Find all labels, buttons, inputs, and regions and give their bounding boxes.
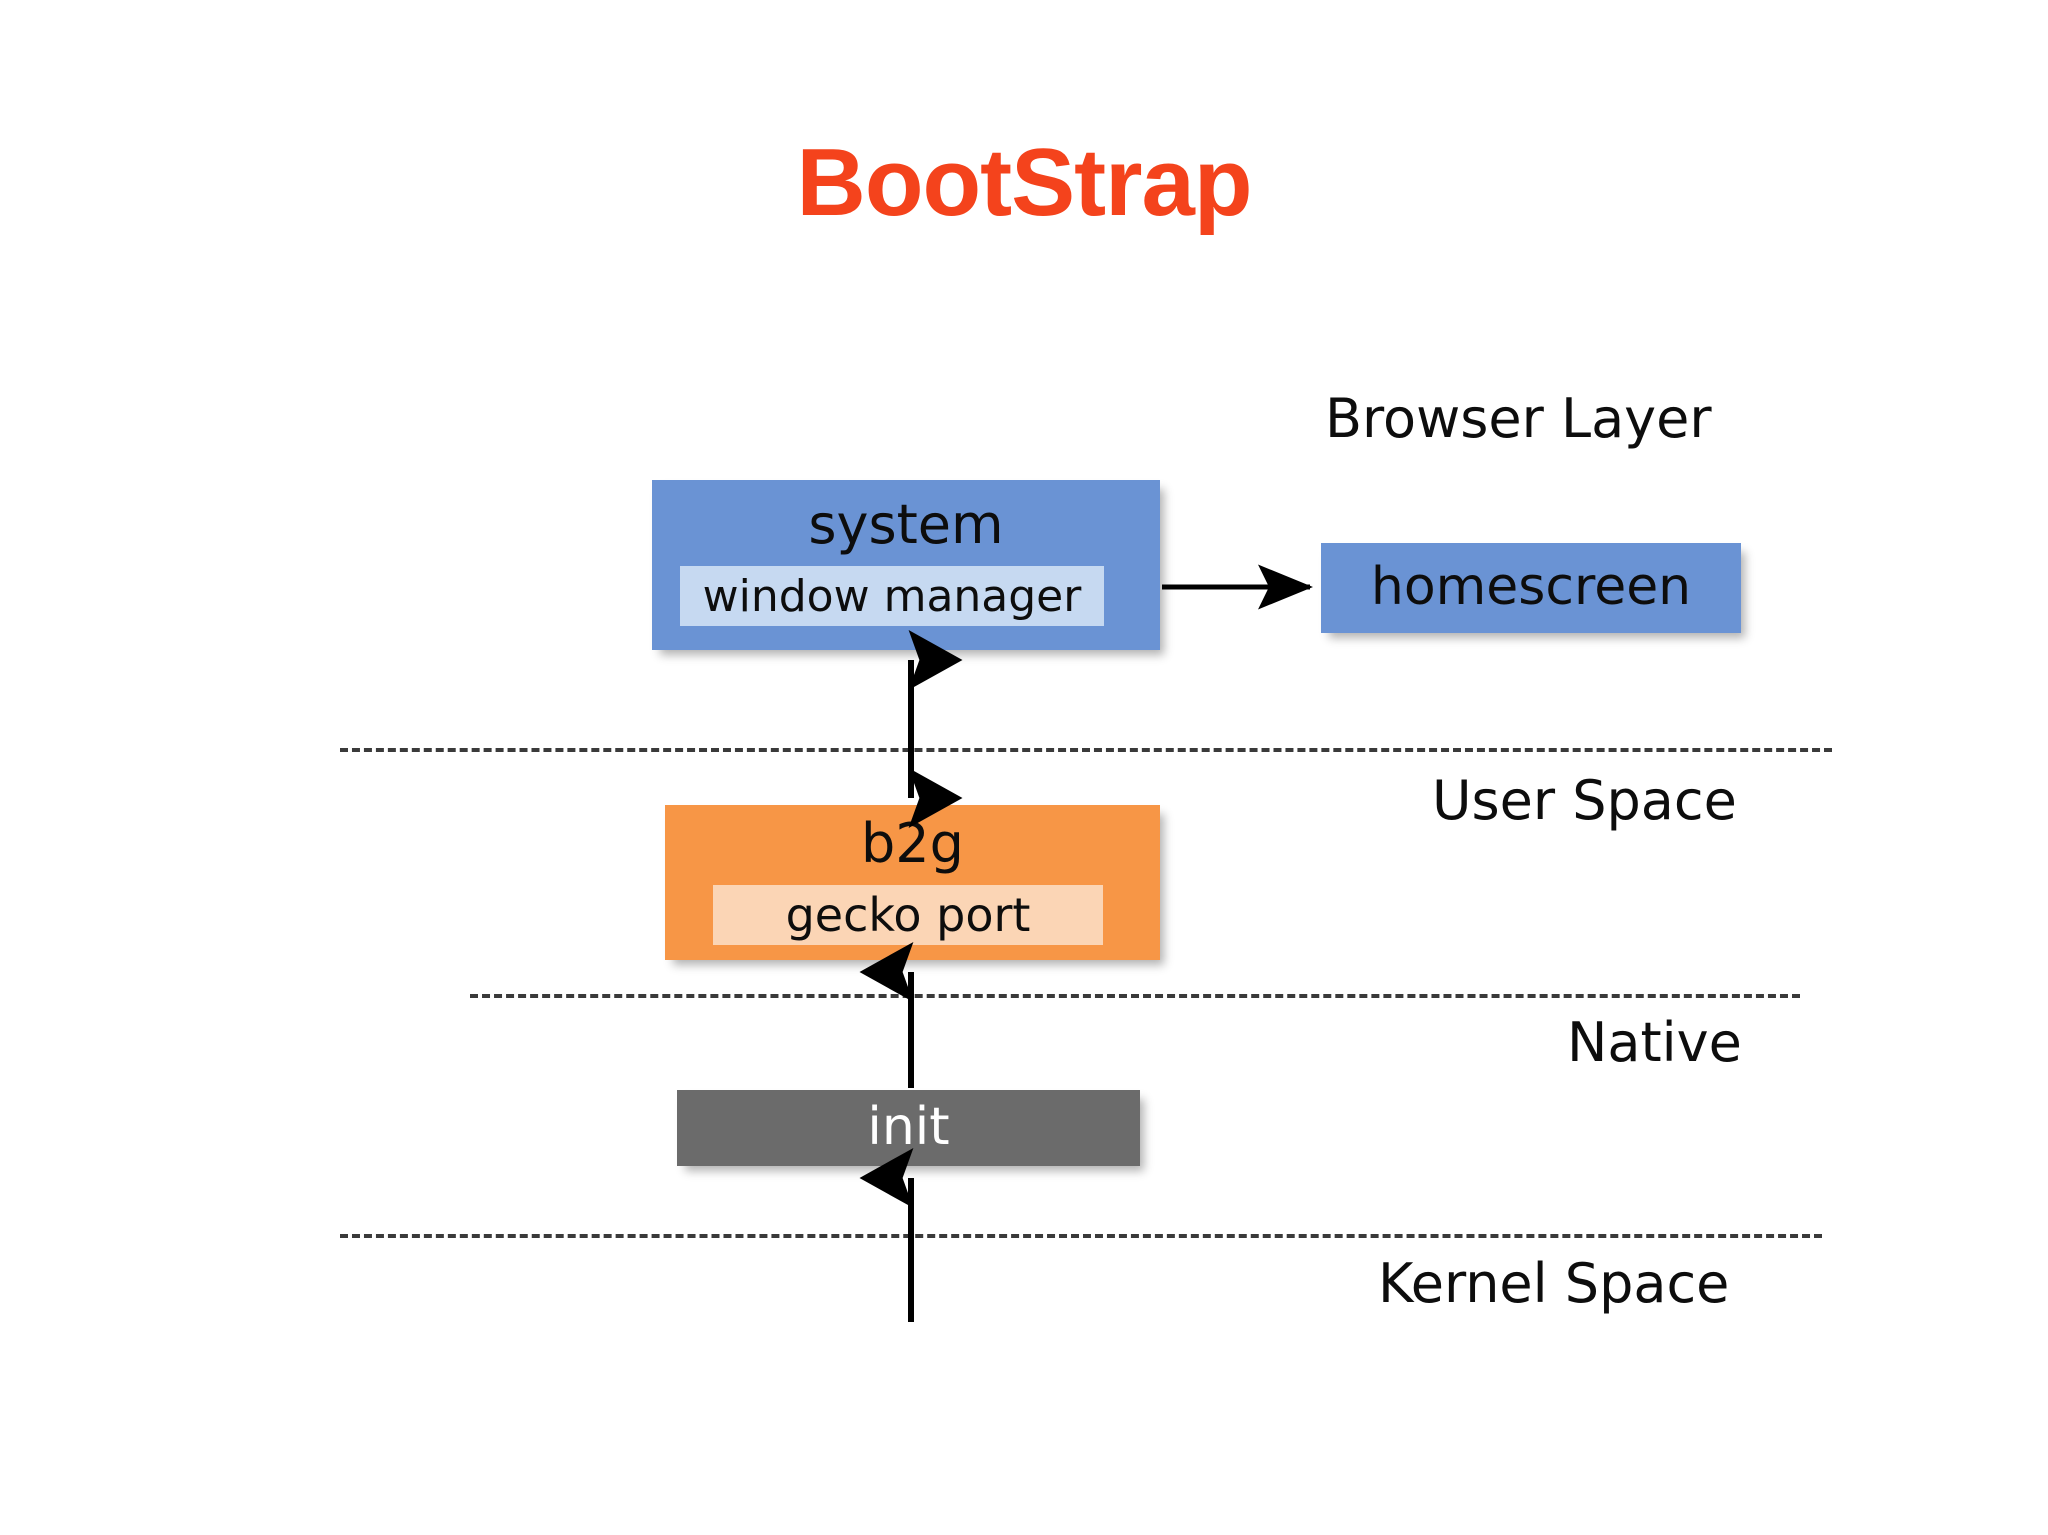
node-init[interactable]: init (677, 1090, 1140, 1166)
node-system-label: system (808, 493, 1004, 556)
divider-native (470, 994, 1800, 998)
zone-label-kernel-space: Kernel Space (1378, 1252, 1730, 1315)
node-homescreen[interactable]: homescreen (1321, 543, 1741, 633)
node-b2g-gecko-port-label: gecko port (785, 888, 1031, 942)
node-b2g[interactable]: b2g gecko port (665, 805, 1160, 960)
node-system[interactable]: system window manager (652, 480, 1160, 650)
zone-label-user-space: User Space (1432, 769, 1737, 832)
divider-kernel-space (340, 1234, 1822, 1238)
page-title: BootStrap (796, 129, 1253, 236)
node-system-window-manager-label: window manager (702, 570, 1082, 622)
node-homescreen-label: homescreen (1370, 557, 1692, 617)
node-b2g-label: b2g (861, 812, 964, 875)
divider-user-space (340, 748, 1832, 752)
node-system-window-manager[interactable]: window manager (680, 566, 1104, 626)
node-b2g-gecko-port[interactable]: gecko port (713, 885, 1103, 945)
zone-label-native: Native (1567, 1011, 1742, 1074)
node-init-label: init (867, 1097, 950, 1157)
zone-label-browser-layer: Browser Layer (1325, 387, 1712, 450)
